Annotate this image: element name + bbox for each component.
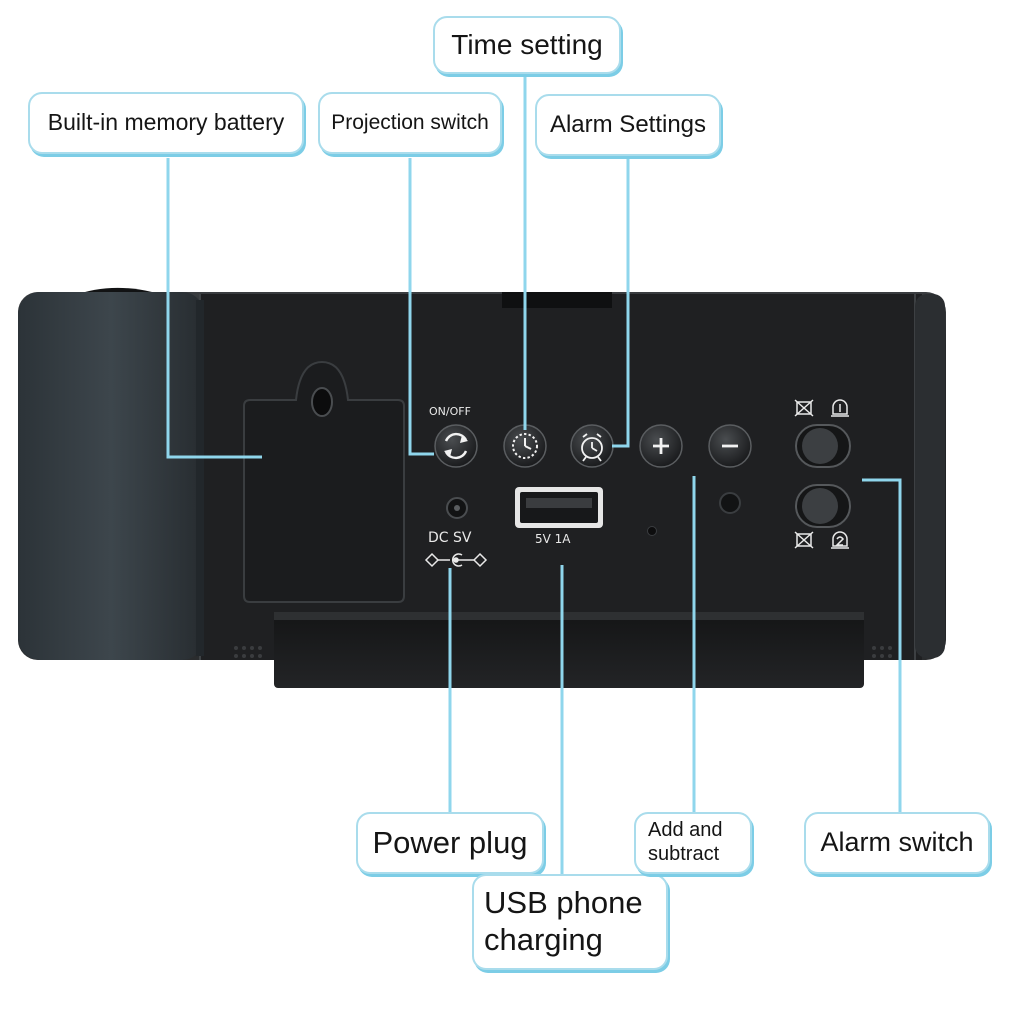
callout-alarm-switch-text: Alarm switch (820, 827, 974, 858)
leader-alarm-settings (612, 158, 630, 448)
callout-power-plug: Power plug (356, 812, 544, 874)
callout-alarm-settings-text: Alarm Settings (549, 110, 707, 138)
clock-icon (512, 433, 538, 459)
alarm-settings-button (570, 424, 614, 468)
dc-power-port (446, 497, 468, 519)
callout-power-plug-text: Power plug (372, 824, 528, 860)
usb-output-label: 5V 1A (535, 532, 571, 546)
callout-projection-switch: Projection switch (318, 92, 502, 154)
sensor (719, 492, 741, 514)
callout-alarm-settings: Alarm Settings (535, 94, 721, 156)
alarm-clock-icon (581, 433, 603, 462)
callout-alarm-switch: Alarm switch (804, 812, 990, 874)
callout-time-setting: Time setting (433, 16, 621, 74)
leader-alarm-switch (862, 478, 902, 812)
alarm-off-icon (794, 399, 814, 549)
device-end-cap (18, 292, 204, 660)
on-off-label: ON/OFF (429, 405, 471, 418)
callout-builtin-battery-text: Built-in memory battery (47, 109, 285, 136)
alarm-2-icon (831, 531, 849, 549)
dc-polarity-icon (424, 552, 488, 568)
callout-usb-charging-text: USB phone charging (484, 885, 643, 957)
alarm-toggle-1 (795, 424, 851, 468)
dc-input-label: DC SV (428, 530, 472, 546)
plus-icon (653, 438, 669, 454)
speaker-grille (234, 646, 892, 658)
callout-builtin-battery: Built-in memory battery (28, 92, 304, 154)
battery-compartment (243, 360, 405, 603)
alarm-1-icon (831, 399, 849, 417)
usb-port (515, 487, 603, 528)
minus-button (708, 424, 752, 468)
callout-add-subtract-text: Add and subtract (648, 819, 723, 865)
leader-builtin-battery (166, 158, 262, 459)
callout-add-subtract: Add and subtract (634, 812, 752, 874)
device-stand (274, 612, 864, 688)
callout-usb-charging: USB phone charging (472, 874, 668, 970)
plus-button (639, 424, 683, 468)
leader-projection-switch (408, 158, 434, 456)
leader-lines (166, 76, 902, 874)
alarm-toggle-2 (795, 484, 851, 528)
time-setting-button (503, 424, 547, 468)
projection-button (434, 424, 478, 468)
reset-hole (647, 526, 657, 536)
callout-projection-switch-text: Projection switch (331, 110, 489, 134)
callout-time-setting-text: Time setting (451, 29, 603, 61)
